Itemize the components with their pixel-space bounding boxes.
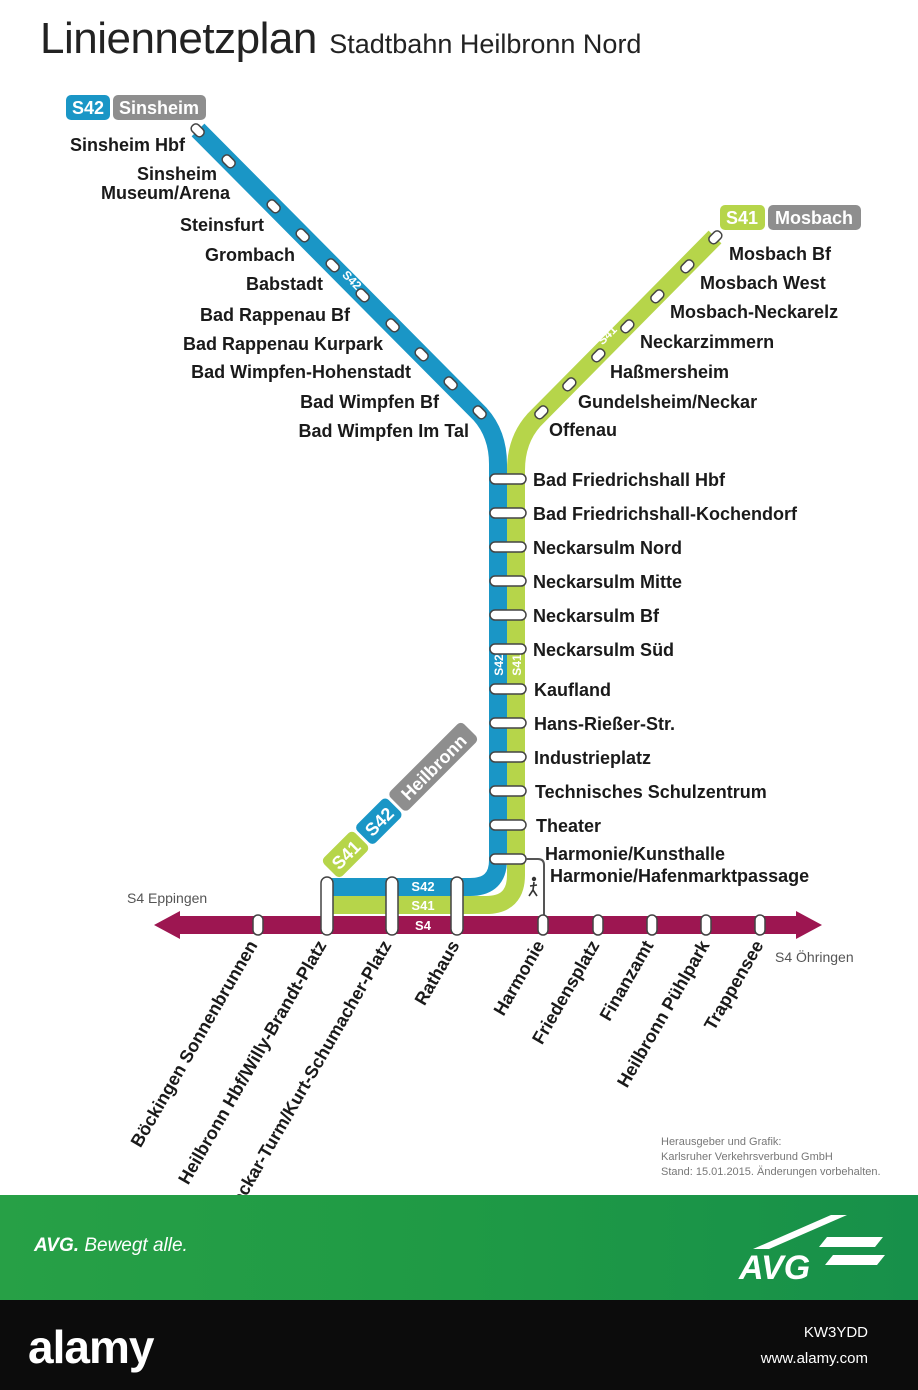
- s4-west-label: S4 Eppingen: [127, 890, 207, 906]
- station-label: Rathaus: [411, 937, 464, 1009]
- publisher-credits: Herausgeber und Grafik: Karlsruher Verke…: [661, 1135, 906, 1180]
- trunk-station-labels: Bad Friedrichshall Hbf Bad Friedrichshal…: [533, 470, 809, 886]
- station-label: Bad Rappenau Bf: [200, 305, 351, 325]
- station-label: Bad Friedrichshall-Kochendorf: [533, 504, 798, 524]
- station-label: Böckingen Sonnenbrunnen: [127, 937, 262, 1151]
- station-label: Neckarzimmern: [640, 332, 774, 352]
- svg-text:Sinsheim: Sinsheim: [119, 98, 199, 118]
- avg-logo-text: AVG: [738, 1249, 810, 1287]
- station-label: Theater: [536, 816, 601, 836]
- station-label: Mosbach West: [700, 273, 826, 293]
- station-label: Neckarsulm Süd: [533, 640, 674, 660]
- station-label: Industrieplatz: [534, 748, 651, 768]
- s41-branch-stops: [534, 230, 723, 420]
- station-label: Sinsheim Hbf: [70, 135, 186, 155]
- heilbronn-badge: S41 S42 Heilbronn: [322, 722, 478, 878]
- station-label: Bad Rappenau Kurpark: [183, 334, 384, 354]
- avg-logo: AVG: [738, 1215, 885, 1287]
- station-label: Harmonie/Hafenmarktpassage: [550, 866, 809, 886]
- s41-bottom-label: S41: [411, 898, 434, 913]
- s42-station-labels: Sinsheim Hbf Sinsheim Museum/Arena Stein…: [70, 135, 469, 441]
- station-label: Offenau: [549, 420, 617, 440]
- stock-bar: alamy KW3YDD www.alamy.com: [0, 1300, 918, 1390]
- station-label: Bad Wimpfen Im Tal: [298, 421, 469, 441]
- footer-banner: AVG. Bewegt alle. AVG: [0, 1195, 918, 1300]
- harmonie-connector: [526, 858, 545, 918]
- station-label: Mosbach Bf: [729, 244, 832, 264]
- stock-url: www.alamy.com: [760, 1350, 868, 1367]
- station-label: Haßmersheim: [610, 362, 729, 382]
- s42-bottom-label: S42: [411, 879, 434, 894]
- page-subtitle: Stadtbahn Heilbronn Nord: [329, 29, 642, 59]
- walk-icon: [528, 876, 538, 897]
- station-label: Mosbach-Neckarelz: [670, 302, 838, 322]
- s4-stops: [252, 876, 766, 936]
- stock-image-id: KW3YDD: [803, 1324, 868, 1341]
- svg-text:Heilbronn: Heilbronn: [397, 731, 471, 805]
- station-label: Hans-Rießer-Str.: [534, 714, 675, 734]
- station-label: Kaufland: [534, 680, 611, 700]
- credits-line-2: Karlsruher Verkehrsverbund GmbH: [661, 1151, 833, 1163]
- slogan-text: Bewegt alle.: [84, 1235, 188, 1256]
- svg-text:Mosbach: Mosbach: [775, 208, 853, 228]
- station-label: Technisches Schulzentrum: [535, 782, 767, 802]
- stock-watermark: alamy: [28, 1321, 154, 1373]
- credits-line-3: Stand: 15.01.2015. Änderungen vorbehalte…: [661, 1166, 881, 1178]
- s42-sinsheim-badge: S42 Sinsheim: [66, 95, 206, 120]
- slogan-brand: AVG.: [34, 1235, 80, 1256]
- line-network-map: S4 S42 S41 S42 S41 S42 S41: [66, 95, 861, 1195]
- s41-trunk-label: S41: [510, 654, 524, 676]
- svg-text:S41: S41: [726, 208, 758, 228]
- s42-branch-stops: [190, 123, 487, 420]
- s41-line: [330, 230, 722, 914]
- station-label: Steinsfurt: [180, 215, 264, 235]
- station-label: Neckarsulm Nord: [533, 538, 682, 558]
- s41-mosbach-badge: S41 Mosbach: [720, 205, 861, 230]
- station-label: Bad Wimpfen-Hohenstadt: [191, 362, 411, 382]
- s4-arrow-east: [796, 911, 822, 939]
- s42-line: [191, 123, 507, 896]
- page-title: Liniennetzplan: [40, 14, 317, 63]
- station-label: Gundelsheim/Neckar: [578, 392, 757, 412]
- station-label: Grombach: [205, 245, 295, 265]
- svg-text:S42: S42: [72, 98, 104, 118]
- station-label: Harmonie/Kunsthalle: [545, 844, 725, 864]
- footer-slogan: AVG. Bewegt alle.: [34, 1235, 188, 1257]
- station-label: Finanzamt: [596, 937, 658, 1024]
- s42-trunk-label: S42: [492, 654, 506, 676]
- station-label: Neckarsulm Mitte: [533, 572, 682, 592]
- station-label: Babstadt: [246, 274, 323, 294]
- map-title: Liniennetzplan Stadtbahn Heilbronn Nord: [40, 14, 641, 64]
- trunk-stops: [489, 473, 527, 865]
- station-label: Harmonie: [490, 937, 549, 1019]
- credits-line-1: Herausgeber und Grafik:: [661, 1136, 782, 1148]
- station-label: Museum/Arena: [101, 183, 231, 203]
- s41-station-labels: Mosbach Bf Mosbach West Mosbach-Neckarel…: [549, 244, 838, 440]
- s4-track-label: S4: [415, 918, 432, 933]
- s4-arrow-west: [154, 911, 180, 939]
- station-label: Sinsheim: [137, 164, 217, 184]
- s4-east-label: S4 Öhringen: [775, 948, 854, 965]
- station-label: Neckarsulm Bf: [533, 606, 660, 626]
- station-label: Bad Friedrichshall Hbf: [533, 470, 726, 490]
- station-label: Bad Wimpfen Bf: [300, 392, 440, 412]
